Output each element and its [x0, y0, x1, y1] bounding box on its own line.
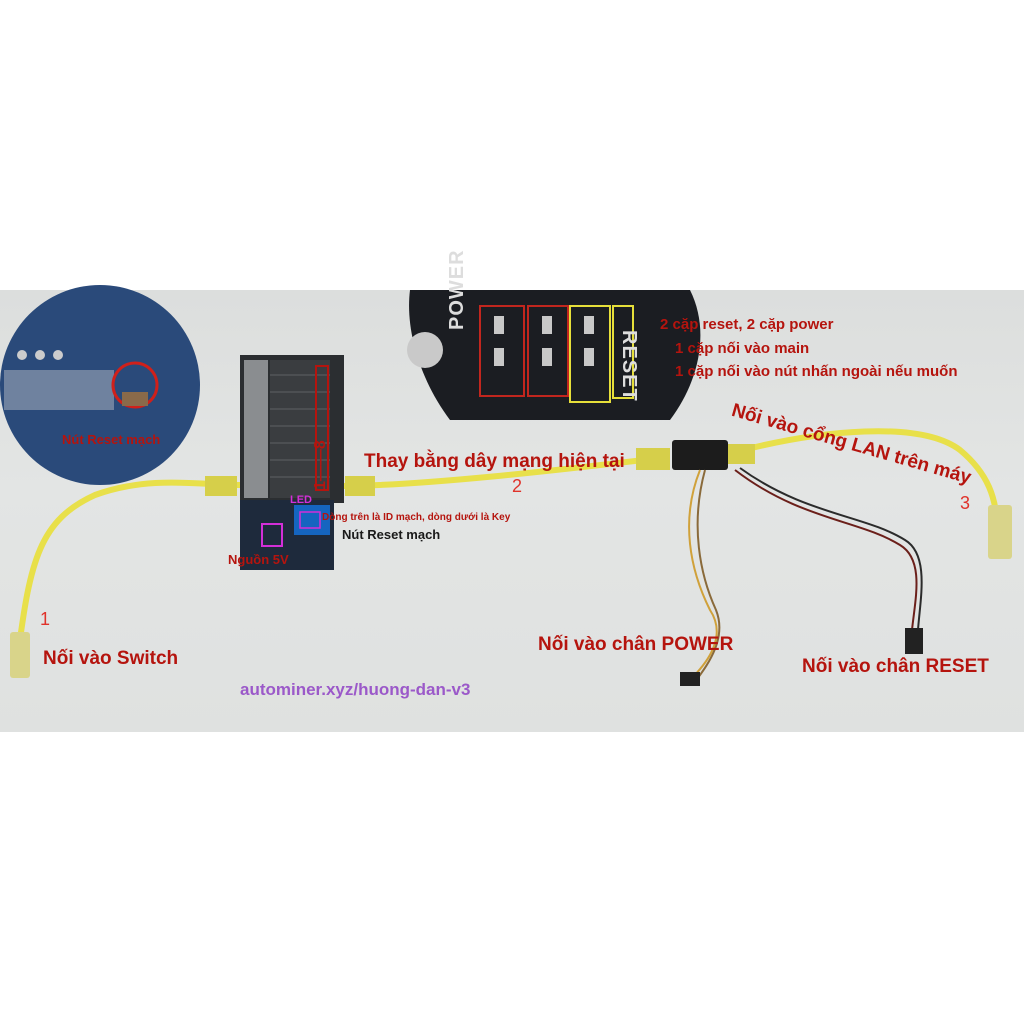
- header-reset-label: RESET: [618, 330, 640, 402]
- power-pin-label: Nối vào chân POWER: [538, 634, 734, 655]
- switch-label: Nối vào Switch: [43, 648, 179, 669]
- url-link[interactable]: autominer.xyz/huong-dan-v3: [240, 680, 471, 699]
- cable-switch: [15, 479, 241, 656]
- inset-header: [409, 290, 701, 420]
- rj45-plug-left: [10, 632, 30, 678]
- splitter-box: [672, 440, 728, 470]
- rj45-plug-right: [988, 505, 1012, 559]
- header-power-label: POWER: [446, 249, 468, 330]
- reset-inset-label: Nút Reset mạch: [62, 432, 161, 447]
- inset-reset-circle: [0, 285, 200, 485]
- psu-highlight: [261, 523, 283, 547]
- led-label: LED: [290, 494, 312, 506]
- header-note-1: 2 cặp reset, 2 cặp power: [660, 316, 834, 333]
- number-2: 2: [512, 476, 523, 496]
- header-note-2: 1 cặp nối vào main: [675, 340, 810, 357]
- psu-label: Nguồn 5V: [228, 552, 289, 567]
- number-1: 1: [40, 609, 51, 629]
- relay-range-label: 1——8: [312, 440, 329, 490]
- rj45-main-label: Thay bằng dây mạng hiện tại: [364, 451, 625, 472]
- header-note-3: 1 cặp nối vào nút nhấn ngoài nếu muốn: [675, 363, 958, 380]
- number-3: 3: [960, 493, 971, 513]
- reset-board-label: Nút Reset mạch: [342, 527, 441, 542]
- cable-lan: [734, 428, 1000, 521]
- dip-note: Dòng trên là ID mạch, dòng dưới là Key: [322, 512, 511, 523]
- reset-pin-label: Nối vào chân RESET: [802, 656, 989, 677]
